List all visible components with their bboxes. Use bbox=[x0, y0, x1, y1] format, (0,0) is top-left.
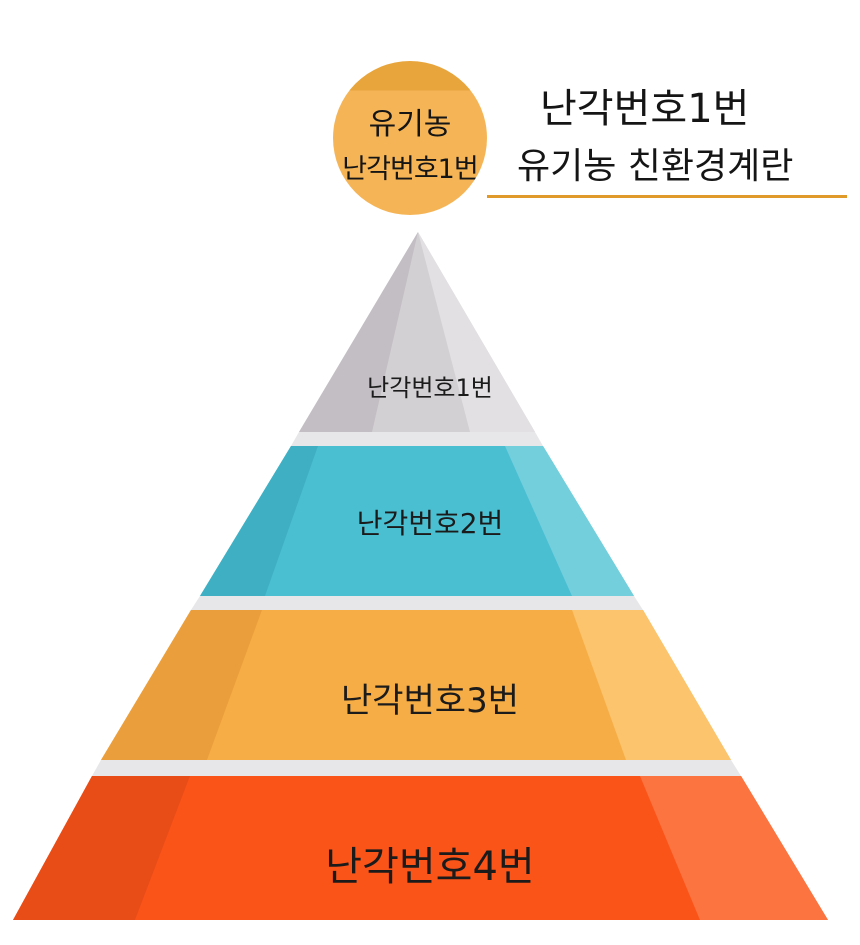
badge-line-2: 난각번호1번 bbox=[342, 154, 478, 185]
tier-gap bbox=[291, 432, 543, 446]
pyramid-tier-2 bbox=[200, 446, 634, 596]
tier-1-label: 난각번호1번 bbox=[367, 374, 493, 402]
tier-4-label: 난각번호4번 bbox=[325, 844, 535, 890]
badge-line-1: 유기농 bbox=[368, 107, 452, 142]
heading-subtitle: 유기농 친환경계란 bbox=[517, 146, 794, 187]
heading-underline bbox=[487, 195, 847, 198]
heading-title: 난각번호1번 bbox=[540, 86, 750, 132]
tier-3-label: 난각번호3번 bbox=[340, 681, 520, 721]
pyramid-tier-1 bbox=[299, 232, 535, 432]
organic-badge-circle: 유기농 난각번호1번 bbox=[333, 61, 487, 215]
tier-gap bbox=[92, 760, 741, 776]
tier-2-label: 난각번호2번 bbox=[356, 507, 504, 540]
pyramid-tier-3 bbox=[101, 610, 731, 760]
tier-gap bbox=[191, 596, 643, 610]
pyramid-tier-4 bbox=[13, 776, 828, 920]
